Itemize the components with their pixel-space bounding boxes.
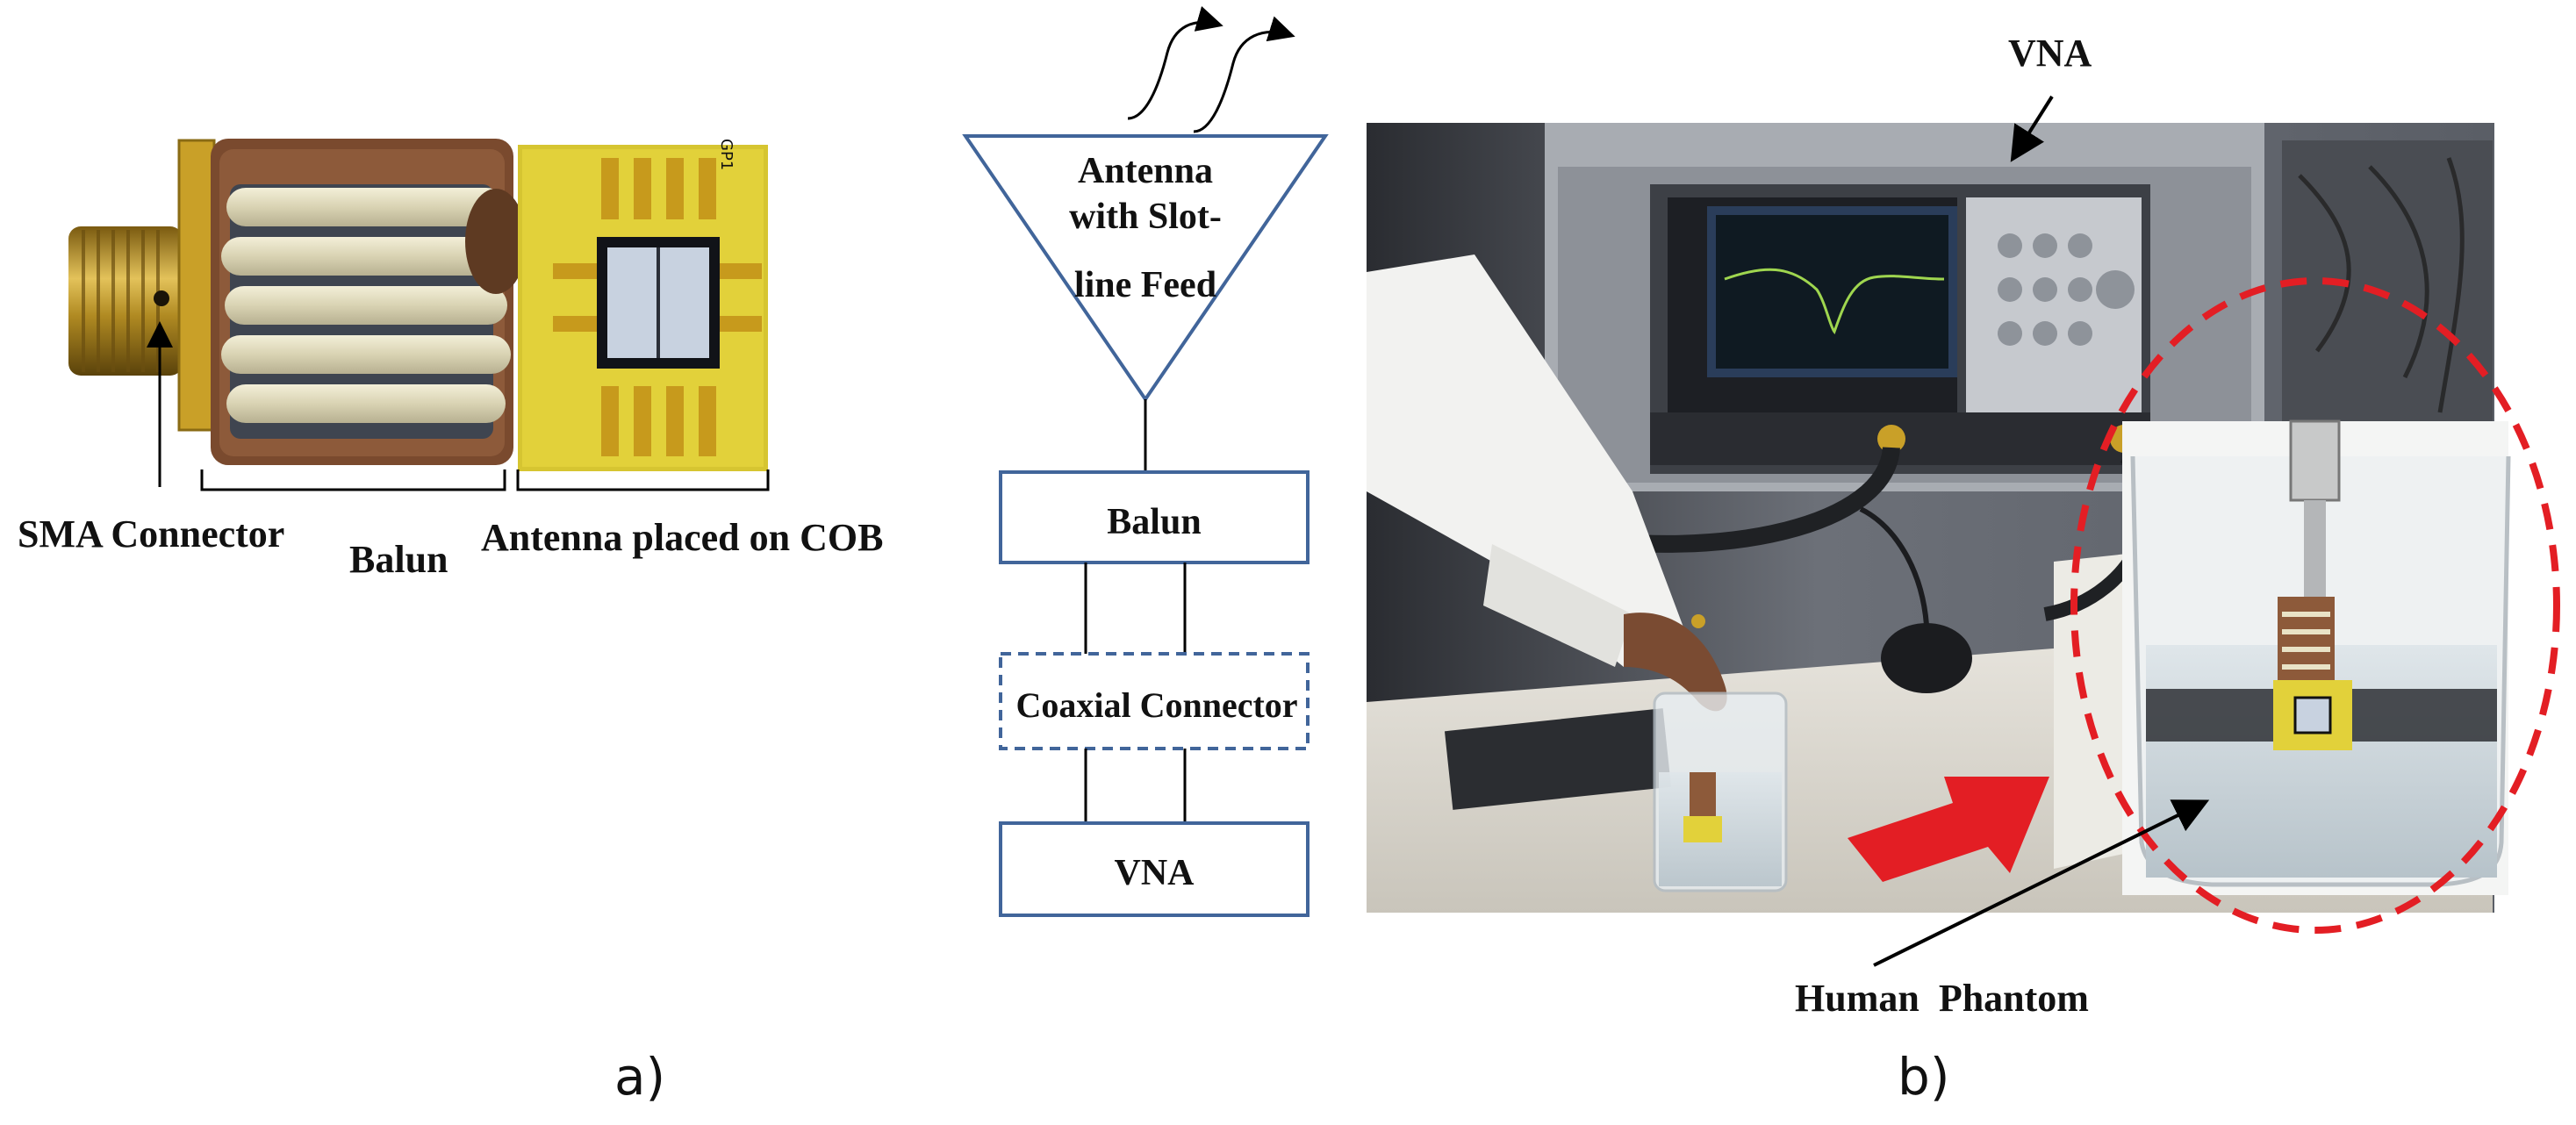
antenna-label-line2: with Slot-	[1069, 197, 1222, 237]
cob-board-image: GP1	[518, 139, 768, 471]
phantom-pointer-arrow	[1873, 799, 2210, 967]
board-marking: GP1	[717, 139, 735, 170]
antenna-triangle	[962, 134, 1329, 403]
panel-b-photo	[1367, 123, 2560, 934]
panel-a-caption: a)	[614, 1047, 665, 1107]
panel-a-annotations: SMA Connector Balun Antenna placed on CO…	[18, 321, 883, 1107]
balun-bracket	[200, 469, 506, 491]
antenna-label-line3: line Feed	[1074, 265, 1216, 305]
balun-image	[211, 139, 527, 465]
mouse-image	[1881, 623, 1972, 693]
balun-label: Balun	[349, 538, 448, 581]
small-beaker-image	[1653, 691, 1788, 892]
panel-b-caption: b)	[1898, 1047, 1949, 1107]
balun-block	[999, 470, 1310, 564]
person-arm-image	[1367, 254, 1727, 712]
zoom-callout-circle	[2070, 277, 2560, 934]
vna-block-label: VNA	[1115, 853, 1195, 893]
coaxial-connector-block	[999, 652, 1310, 750]
antenna-label-line1: Antenna	[1078, 151, 1213, 191]
panel-b-annotations: VNA Human Phantom b)	[1795, 32, 2210, 1107]
zoom-red-arrow	[1848, 777, 2049, 882]
radiation-wave-icon	[1127, 5, 1223, 120]
human-phantom-label: Human Phantom	[1795, 977, 2089, 1020]
coaxial-connector-label: Coaxial Connector	[1015, 685, 1297, 725]
vna-instrument-image	[1650, 184, 2150, 474]
antenna-cob-label: Antenna placed on COB	[481, 516, 883, 559]
sma-connector-label: SMA Connector	[18, 512, 284, 555]
block-diagram: Antenna with Slot- line Feed Balun Coaxi…	[962, 5, 1329, 917]
balun-block-label: Balun	[1107, 502, 1201, 542]
cob-bracket	[516, 469, 770, 491]
panel-a-photo: GP1	[68, 132, 771, 476]
vna-pointer-arrow	[2010, 95, 2054, 162]
vna-label: VNA	[2008, 32, 2092, 75]
radiation-wave-icon	[1193, 16, 1295, 133]
vna-block	[999, 821, 1310, 917]
beaker-inset-image	[2122, 419, 2511, 895]
